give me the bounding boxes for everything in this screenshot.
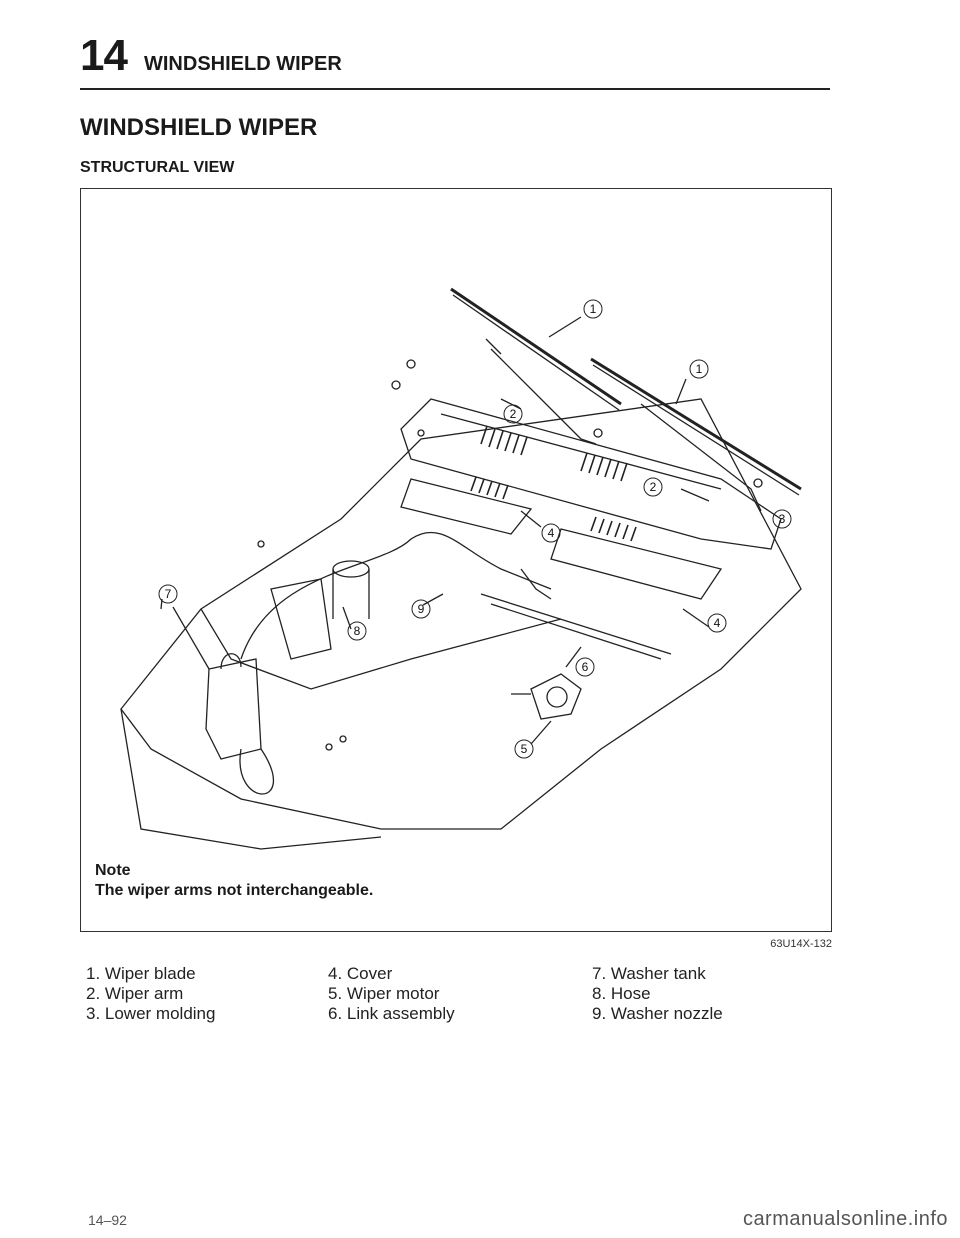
callout-3: 3 <box>779 512 786 526</box>
legend-item: 5. Wiper motor <box>328 984 440 1003</box>
callout-4b: 4 <box>714 616 721 630</box>
wiper-blade-right <box>590 357 802 491</box>
legend-column-3: 7. Washer tank 8. Hose 9. Washer nozzle <box>592 964 723 1024</box>
callout-7: 7 <box>165 587 172 601</box>
note-heading: Note <box>95 862 131 879</box>
sub-title: STRUCTURAL VIEW <box>80 159 235 176</box>
callout-1a: 1 <box>590 302 597 316</box>
chapter-title: WINDSHIELD WIPER <box>144 53 342 75</box>
wiper-blade-left <box>450 287 622 406</box>
fender-line <box>120 708 382 850</box>
page-number: 14–92 <box>88 1212 127 1228</box>
lower-molding <box>400 398 782 550</box>
watermark: carmanualsonline.info <box>742 1208 948 1230</box>
cover-left <box>400 478 533 535</box>
washer-tank <box>205 658 262 760</box>
callout-6: 6 <box>582 660 589 674</box>
structural-view-figure: 1 1 2 2 3 4 4 5 6 7 8 9 Note The wiper a… <box>80 188 832 932</box>
wiper-motor <box>530 673 582 720</box>
callout-5: 5 <box>521 742 528 756</box>
callout-9: 9 <box>418 602 425 616</box>
wiper-arm-right <box>640 403 762 512</box>
legend-item: 8. Hose <box>592 984 651 1003</box>
chapter-number: 14 <box>80 31 128 80</box>
callout-2a: 2 <box>510 407 517 421</box>
callout-8: 8 <box>354 624 361 638</box>
figure-code: 63U14X-132 <box>770 938 832 950</box>
page-header: 14 WINDSHIELD WIPER <box>80 22 830 90</box>
wiper-system-illustration: 1 1 2 2 3 4 4 5 6 7 8 9 <box>120 287 802 850</box>
legend-item: 7. Washer tank <box>592 964 706 983</box>
callout-1b: 1 <box>696 362 703 376</box>
cover-right <box>550 528 723 600</box>
callout-2b: 2 <box>650 480 657 494</box>
hood-outline <box>120 398 802 830</box>
callout-4a: 4 <box>548 526 555 540</box>
legend-item: 1. Wiper blade <box>86 964 196 983</box>
legend-item: 2. Wiper arm <box>86 984 184 1003</box>
section-title: WINDSHIELD WIPER <box>80 114 318 141</box>
legend-item: 3. Lower molding <box>86 1004 216 1023</box>
wiper-arm-left <box>490 348 597 445</box>
legend-item: 9. Washer nozzle <box>592 1004 723 1023</box>
legend-column-1: 1. Wiper blade 2. Wiper arm 3. Lower mol… <box>86 964 215 1024</box>
washer-hose <box>239 531 552 795</box>
legend-item: 4. Cover <box>328 964 393 983</box>
note-text: The wiper arms not interchangeable. <box>95 882 374 899</box>
figure-note: Note The wiper arms not interchangeable. <box>95 861 373 901</box>
callouts <box>158 299 792 759</box>
legend-item: 6. Link assembly <box>328 1004 455 1023</box>
legend-column-2: 4. Cover 5. Wiper motor 6. Link assembly <box>328 964 455 1024</box>
link-assembly <box>480 593 672 660</box>
